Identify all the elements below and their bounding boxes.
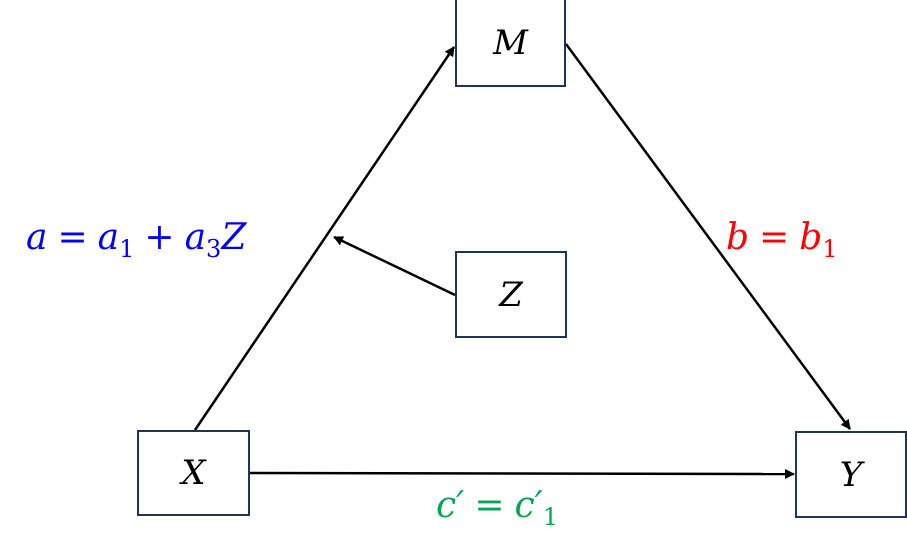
arrow-x-to-y <box>248 468 795 479</box>
label-c-t1-sub: 1 <box>542 503 559 531</box>
node-y: Y <box>795 431 907 518</box>
node-m: M <box>455 0 566 87</box>
node-z: Z <box>455 251 567 338</box>
label-a-eq: = <box>57 217 88 258</box>
node-z-label: Z <box>499 274 523 315</box>
label-a-t1: a <box>97 217 120 258</box>
label-b-eq: = <box>759 217 790 258</box>
label-path-c-prime: c′=c′1 <box>436 485 559 531</box>
label-c-eq: = <box>474 485 505 526</box>
label-path-a: a=a1+a3Z <box>26 217 247 263</box>
label-a-t1-sub: 1 <box>119 235 135 263</box>
node-y-label: Y <box>839 454 863 495</box>
arrow-z-to-path-a <box>333 235 456 297</box>
label-a-t2-sub: 3 <box>206 235 222 263</box>
label-b-lhs: b <box>726 217 750 258</box>
label-a-t2: a <box>184 217 207 258</box>
label-c-t1: c′ <box>514 485 543 526</box>
label-path-b: b=b1 <box>726 217 838 263</box>
label-a-plus: + <box>144 217 175 258</box>
label-a-t2-var: Z <box>221 217 247 258</box>
label-a-lhs: a <box>26 217 48 258</box>
label-b-t1-sub: 1 <box>822 235 838 263</box>
node-x-label: X <box>181 453 206 493</box>
node-m-label: M <box>493 22 528 63</box>
arrow-m-to-y <box>564 43 852 430</box>
label-b-t1: b <box>799 217 823 258</box>
node-x: X <box>137 430 250 516</box>
label-c-lhs: c′ <box>436 485 465 526</box>
arrow-x-to-m <box>193 46 456 431</box>
